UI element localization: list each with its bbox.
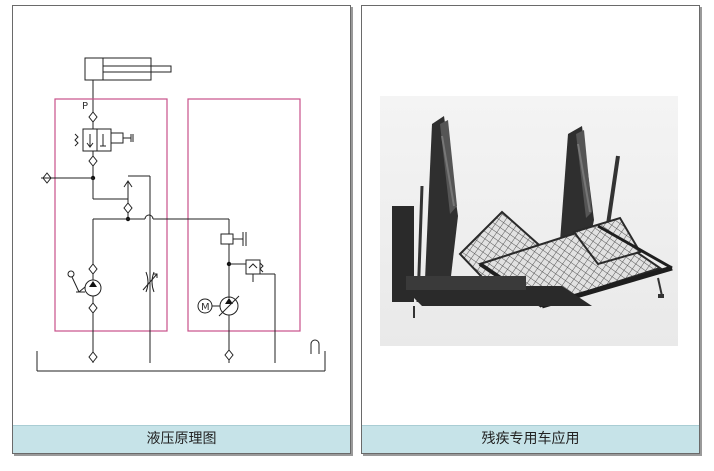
lift-ramp-right: [572, 216, 642, 266]
check-valve-mid: [88, 155, 98, 167]
wheelchair-lift-image: [380, 96, 678, 346]
tank-breather-icon: [310, 339, 320, 354]
throttle-valve-icon: [142, 271, 158, 293]
hydraulic-diagram-panel: P: [12, 5, 351, 454]
photo-background: [380, 96, 678, 346]
lift-base-frame: [402, 276, 664, 318]
motor-label: M: [201, 302, 210, 313]
vehicle-application-caption: 残疾专用车应用: [362, 425, 699, 453]
check-valve-upper: [88, 111, 98, 123]
suction-filter: [88, 351, 98, 363]
hydraulic-cylinder: [84, 57, 172, 102]
hydraulic-diagram-caption: 液压原理图: [13, 425, 350, 453]
relief-valve-icon: [245, 259, 264, 282]
motor-pump-subcircuit-box: [187, 98, 301, 332]
hand-lever-icon: [67, 270, 86, 293]
solenoid-valve: [74, 128, 134, 152]
check-valve-pump-out: [88, 263, 98, 275]
check-valve-pump-in: [88, 302, 98, 314]
check-valve-tee: [123, 202, 133, 214]
suction-filter-right: [224, 349, 234, 361]
oil-tank-outline: [36, 351, 326, 372]
accumulator-icon: [220, 232, 247, 246]
pressure-port-label: P: [82, 101, 88, 112]
control-valve-subcircuit-box: [54, 98, 168, 332]
hydraulic-schematic: P: [36, 57, 326, 372]
vehicle-application-panel: 残疾专用车应用: [361, 5, 700, 454]
